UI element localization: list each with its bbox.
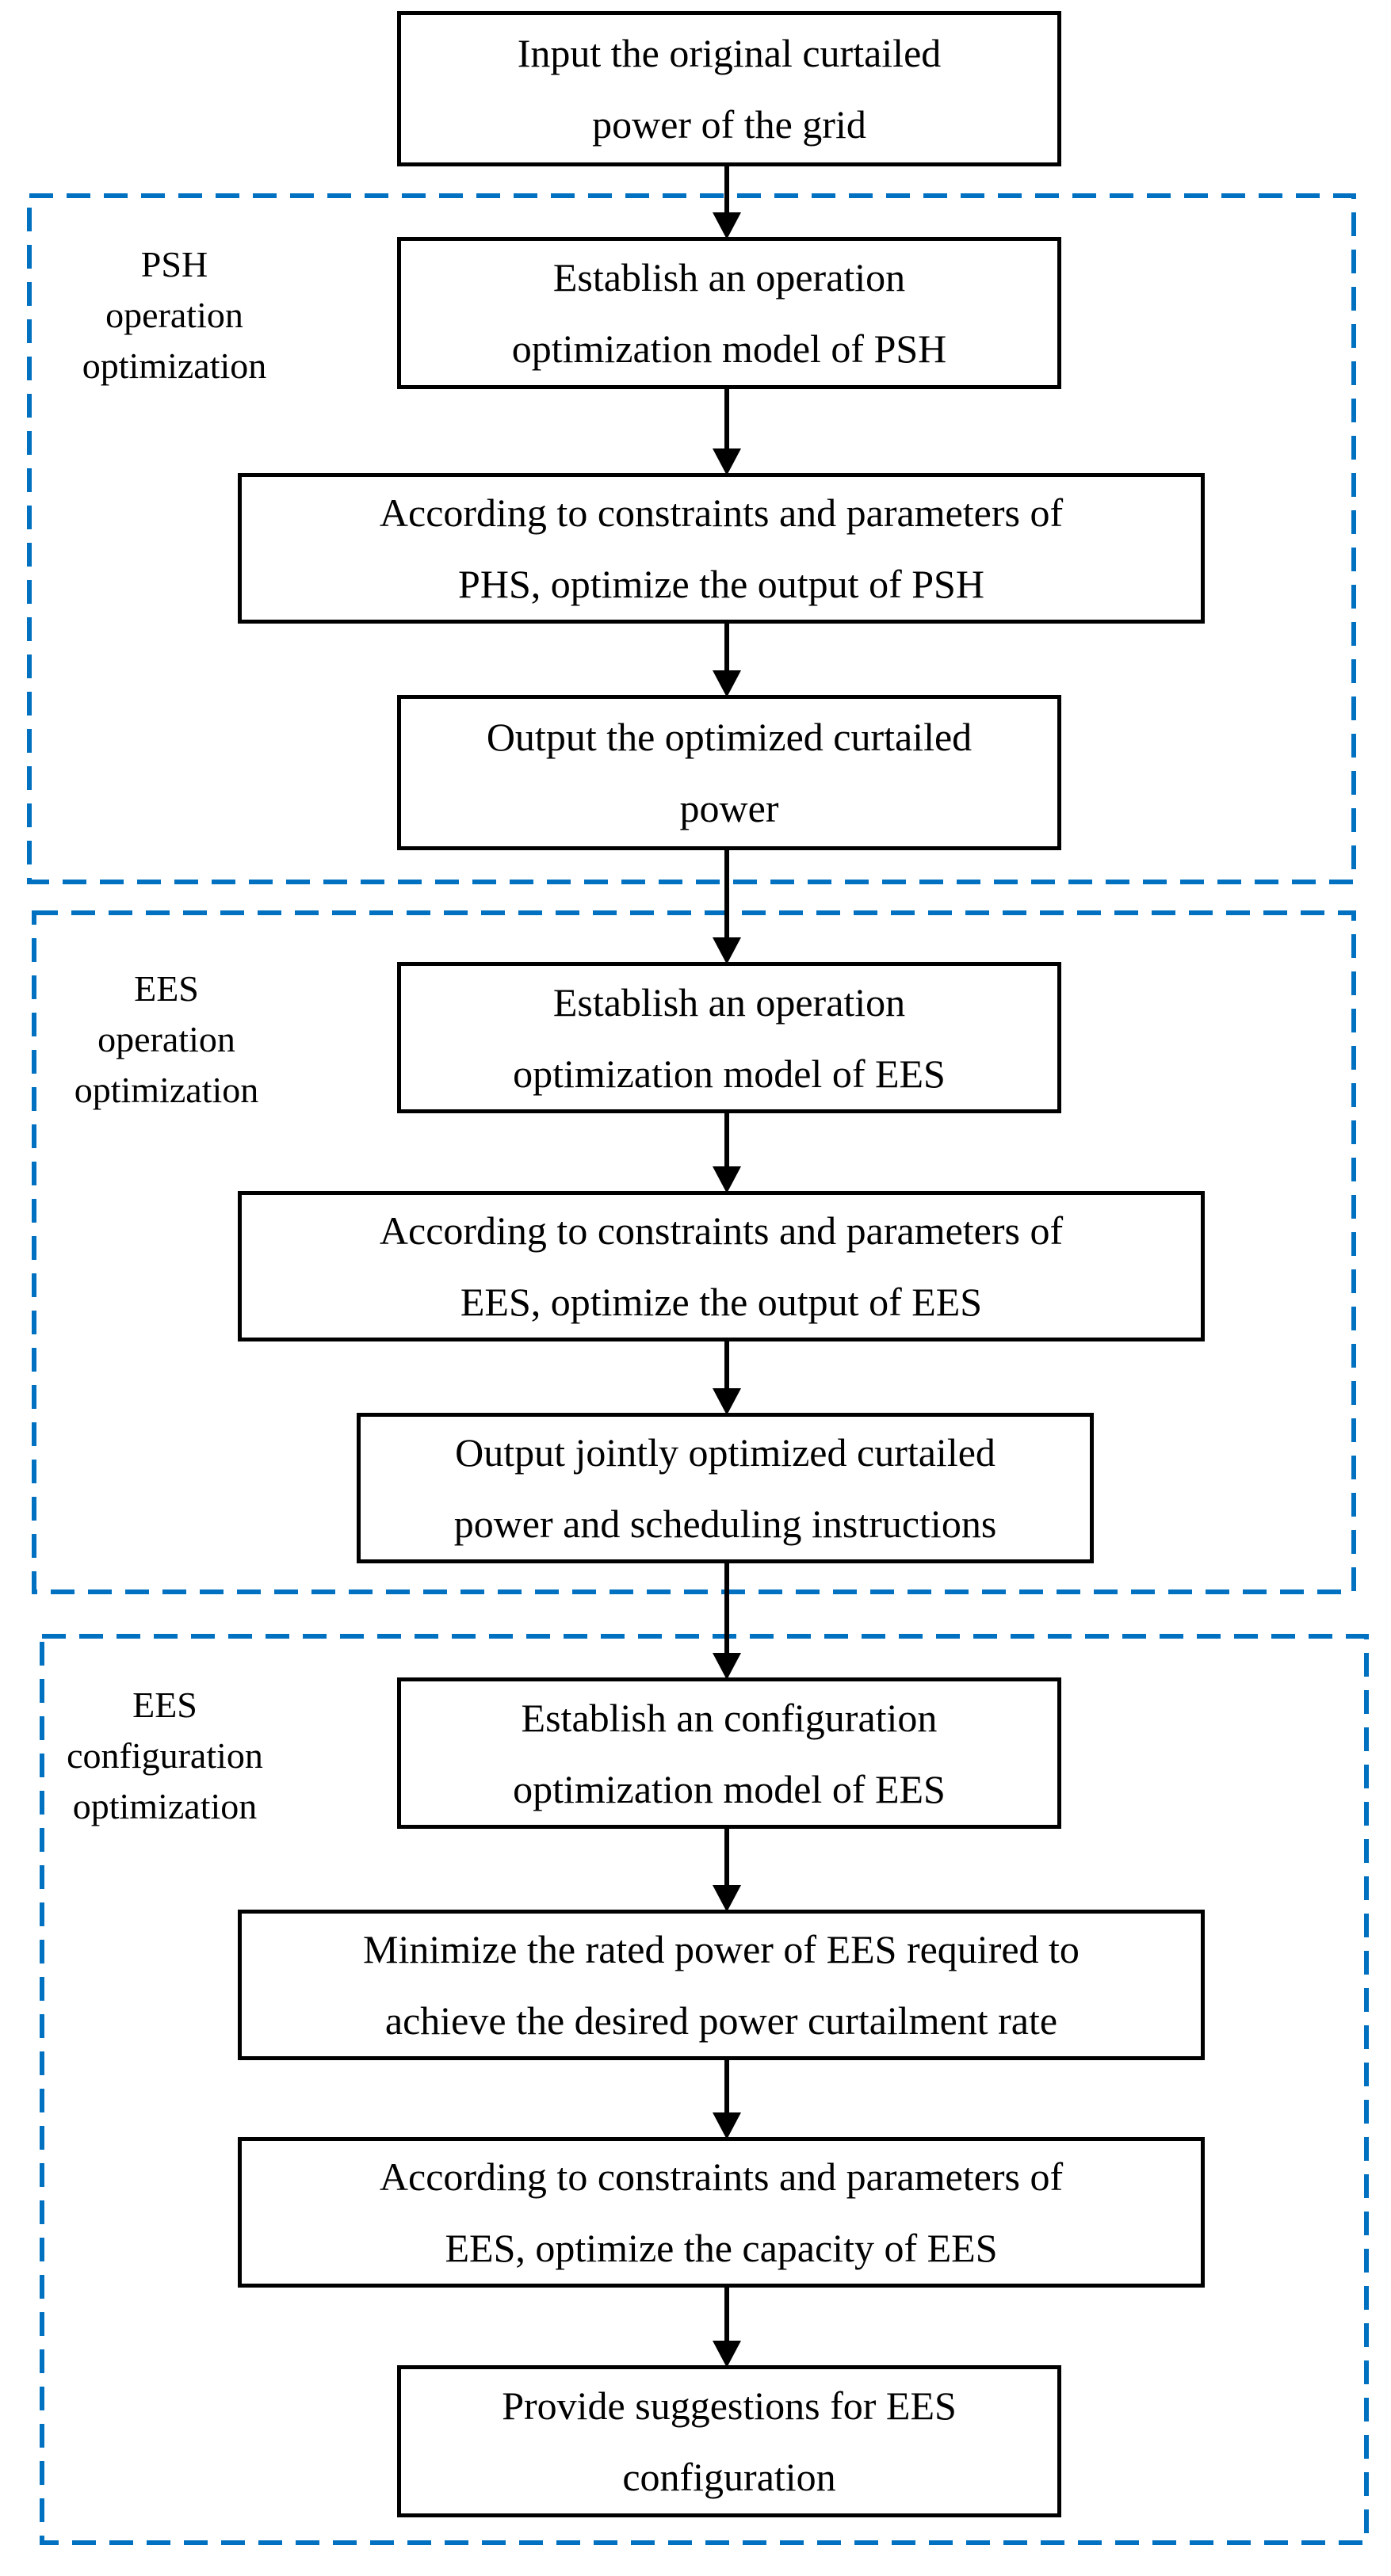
- optimize-psh-line1: According to constraints and parameters …: [379, 490, 1064, 535]
- arrow-output-joint-to-establish-config: [711, 1562, 743, 1680]
- output-psh-line2: power: [679, 786, 779, 830]
- optimize-psh-output-box: According to constraints and parameters …: [238, 473, 1205, 624]
- arrow-head-icon: [713, 937, 741, 964]
- establish-config-model-box: Establish an configuration optimization …: [397, 1677, 1061, 1829]
- output-joint-line2: power and scheduling instructions: [453, 1502, 997, 1546]
- optimize-ees-line1: According to constraints and parameters …: [379, 1208, 1064, 1253]
- arrow-head-icon: [713, 1885, 741, 1912]
- output-optimized-power-box: Output the optimized curtailed power: [397, 695, 1061, 850]
- establish-ees-model-box: Establish an operation optimization mode…: [397, 962, 1061, 1113]
- output-psh-line1: Output the optimized curtailed: [486, 715, 973, 759]
- establish-ees-line2: optimization model of EES: [513, 1051, 946, 1096]
- arrow-input-to-establish-psh: [711, 165, 743, 239]
- establish-psh-line2: optimization model of PSH: [511, 326, 947, 371]
- psh-label-line3: optimization: [82, 345, 267, 386]
- arrow-head-icon: [713, 1653, 741, 1680]
- arrow-shaft: [724, 622, 729, 675]
- output-joint-power-box: Output jointly optimized curtailed power…: [357, 1413, 1094, 1563]
- input-box-line2: power of the grid: [592, 102, 866, 147]
- arrow-head-icon: [713, 1388, 741, 1415]
- optimize-ees-output-box: According to constraints and parameters …: [238, 1191, 1205, 1341]
- establish-config-line2: optimization model of EES: [513, 1766, 946, 1811]
- establish-ees-line1: Establish an operation: [552, 979, 906, 1025]
- ees-configuration-section-label: EES configuration optimization: [30, 1680, 300, 1832]
- psh-label-line2: operation: [105, 295, 243, 335]
- provide-suggestions-box: Provide suggestions for EES configuratio…: [397, 2365, 1061, 2517]
- arrow-head-icon: [713, 670, 741, 697]
- arrow-establish-psh-to-optimize-psh: [711, 387, 743, 475]
- arrow-shaft: [724, 2059, 729, 2117]
- arrow-shaft: [724, 1827, 729, 1890]
- arrow-establish-ees-to-optimize-ees: [711, 1112, 743, 1193]
- arrow-minimize-to-capacity: [711, 2059, 743, 2139]
- output-joint-line1: Output jointly optimized curtailed: [455, 1430, 995, 1475]
- capacity-line1: According to constraints and parameters …: [379, 2154, 1064, 2199]
- establish-psh-model-box: Establish an operation optimization mode…: [397, 237, 1061, 389]
- psh-label-line1: PSH: [140, 244, 208, 284]
- arrow-head-icon: [713, 212, 741, 239]
- establish-config-line1: Establish an configuration: [521, 1695, 938, 1740]
- minimize-line1: Minimize the rated power of EES required…: [363, 1927, 1080, 1971]
- optimize-psh-line2: PHS, optimize the output of PSH: [458, 562, 984, 606]
- ees-op-label-line1: EES: [134, 968, 199, 1009]
- capacity-line2: EES, optimize the capacity of EES: [445, 2226, 998, 2270]
- optimize-ees-capacity-box: According to constraints and parameters …: [238, 2137, 1205, 2288]
- arrow-head-icon: [713, 2341, 741, 2368]
- arrow-shaft: [724, 849, 729, 942]
- ees-operation-section-label: EES operation optimization: [32, 964, 301, 1116]
- minimize-line2: achieve the desired power curtailment ra…: [384, 1998, 1058, 2043]
- optimize-ees-line2: EES, optimize the output of EES: [460, 1280, 983, 1324]
- ees-configuration-section-border: [40, 1634, 1369, 2545]
- arrow-shaft: [724, 1112, 729, 1171]
- arrow-head-icon: [713, 448, 741, 475]
- arrow-shaft: [724, 1340, 729, 1393]
- provide-line1: Provide suggestions for EES: [502, 2383, 957, 2428]
- arrow-optimize-psh-to-output-psh: [711, 622, 743, 697]
- provide-line2: configuration: [622, 2455, 836, 2499]
- arrow-capacity-to-provide: [711, 2286, 743, 2368]
- input-box-line1: Input the original curtailed: [517, 31, 942, 75]
- arrow-shaft: [724, 2286, 729, 2345]
- ees-op-label-line3: optimization: [74, 1070, 259, 1110]
- psh-operation-section-label: PSH operation optimization: [40, 239, 309, 391]
- ees-cfg-label-line2: configuration: [67, 1735, 263, 1776]
- ees-operation-section-border: [32, 910, 1356, 1594]
- arrow-shaft: [724, 387, 729, 453]
- establish-psh-line1: Establish an operation: [552, 255, 906, 300]
- arrow-establish-config-to-minimize: [711, 1827, 743, 1912]
- input-curtailed-power-box: Input the original curtailed power of th…: [397, 11, 1061, 166]
- ees-cfg-label-line1: EES: [132, 1685, 197, 1725]
- ees-cfg-label-line3: optimization: [72, 1786, 258, 1826]
- arrow-head-icon: [713, 2112, 741, 2139]
- arrow-shaft: [724, 165, 729, 217]
- minimize-rated-power-box: Minimize the rated power of EES required…: [238, 1910, 1205, 2060]
- arrow-head-icon: [713, 1166, 741, 1193]
- arrow-shaft: [724, 1562, 729, 1658]
- ees-op-label-line2: operation: [97, 1019, 235, 1059]
- arrow-optimize-ees-to-output-joint: [711, 1340, 743, 1415]
- arrow-output-psh-to-establish-ees: [711, 849, 743, 964]
